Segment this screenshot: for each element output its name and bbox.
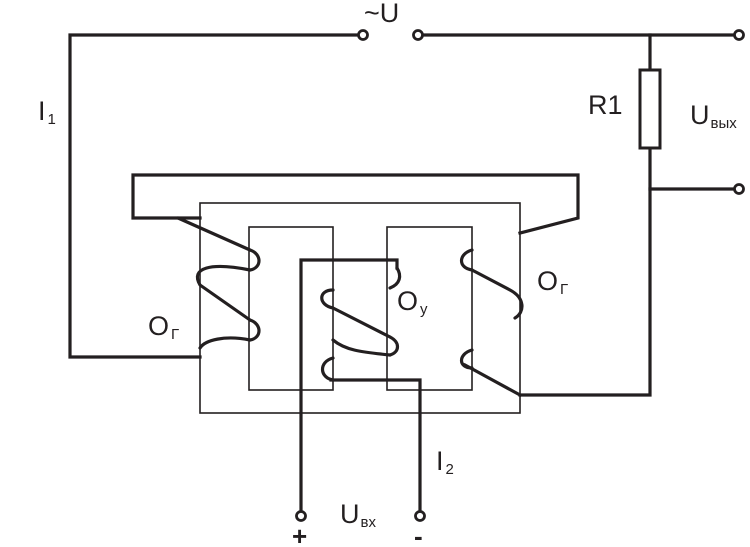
terminals <box>295 29 745 522</box>
wire-input-minus <box>329 378 422 514</box>
terminal-input-plus[interactable] <box>295 510 307 522</box>
label-resistor: R1 <box>588 90 623 120</box>
resistor-r1 <box>638 68 662 150</box>
right-core-window <box>386 226 473 391</box>
terminal-supply-left[interactable] <box>357 29 369 41</box>
terminal-input-minus[interactable] <box>414 510 426 522</box>
winding-main-right <box>459 248 524 370</box>
outer-core <box>199 202 521 414</box>
terminal-output[interactable] <box>733 183 745 195</box>
wire-top-bridge <box>131 173 580 235</box>
label-output-voltage: Uвых <box>690 100 737 132</box>
wire-top-left-loop <box>68 33 362 359</box>
wire-resistor-bottom <box>518 146 652 397</box>
label-source: ~U <box>364 0 399 28</box>
left-core-window <box>248 226 334 391</box>
winding-control <box>320 266 402 382</box>
wire-winding-right-out <box>462 362 523 398</box>
label-input-voltage: Uвх <box>340 499 376 531</box>
winding-main-left <box>176 216 261 350</box>
label-minus: - <box>414 521 423 547</box>
label-plus: + <box>292 521 307 547</box>
terminal-supply-right[interactable] <box>412 29 424 41</box>
terminal-top-right[interactable] <box>733 29 745 41</box>
wire-input-plus <box>299 258 399 514</box>
wires <box>68 33 739 514</box>
